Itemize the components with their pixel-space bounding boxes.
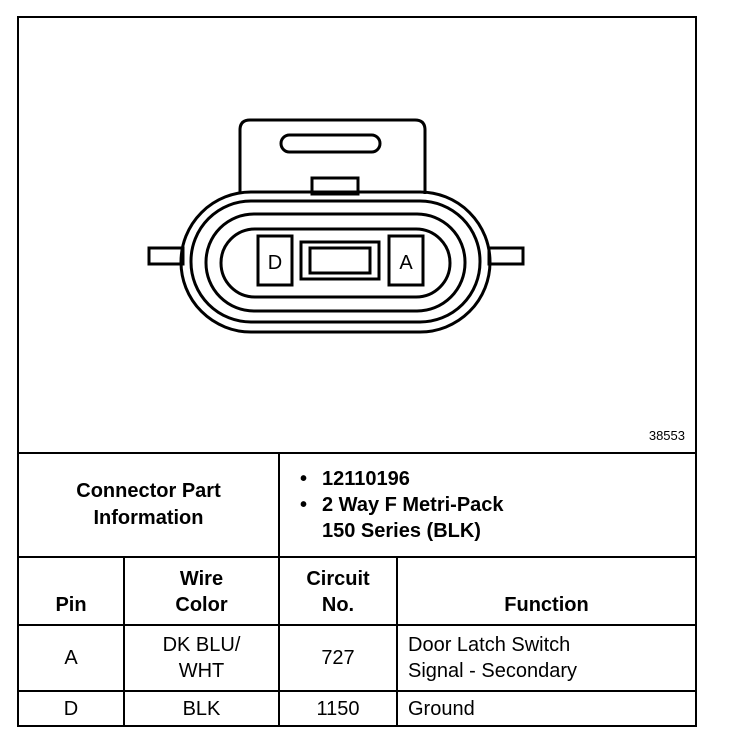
- part-number-item: • 12110196: [300, 468, 410, 490]
- connector-illustration: D A 38553: [19, 18, 695, 452]
- row-wire-color: DK BLU/ WHT: [123, 624, 280, 692]
- description-line2: 150 Series (BLK): [322, 520, 481, 542]
- pin-a-box: [387, 234, 425, 287]
- row-circuit: 727: [278, 624, 398, 692]
- connector-info-sheet: D A 38553 Connector Part Information • 1…: [17, 16, 697, 727]
- part-info-label: Connector Part Information: [19, 452, 280, 558]
- description-item: • 2 Way F Metri-Pack: [300, 494, 504, 516]
- pin-label-d: D: [268, 252, 282, 274]
- row-function: Door Latch Switch Signal - Secondary: [395, 624, 696, 692]
- part-info-row: Connector Part Information • 12110196 • …: [19, 452, 696, 558]
- description-line1: 2 Way F Metri-Pack: [322, 494, 504, 516]
- header-wire-color: Wire Color: [123, 556, 280, 626]
- row-pin: D: [19, 690, 125, 726]
- connector-cavity: [219, 227, 452, 299]
- center-key-inner: [308, 246, 372, 275]
- lock-tab-ramp: [310, 176, 360, 196]
- header-row: Pin Wire Color Circuit No. Function: [19, 556, 696, 626]
- part-number: 12110196: [322, 468, 410, 490]
- row-circuit: 1150: [278, 690, 398, 726]
- lock-tab-slot: [279, 133, 382, 154]
- pin-label-a: A: [399, 252, 413, 274]
- table-row: A DK BLU/ WHT 727 Door Latch Switch Sign…: [19, 624, 696, 692]
- header-circuit: Circuit No.: [278, 556, 398, 626]
- part-info-details: • 12110196 • 2 Way F Metri-Pack 150 Seri…: [277, 452, 696, 558]
- lock-tab-outline: [238, 118, 427, 194]
- connector-body-inner: [204, 212, 467, 313]
- connector-body-ring: [189, 199, 482, 324]
- center-key-outer: [299, 240, 381, 281]
- row-wire-color: BLK: [123, 690, 280, 726]
- row-function: Ground: [395, 690, 696, 726]
- row-pin: A: [19, 624, 125, 692]
- right-ear: [487, 246, 525, 266]
- header-pin: Pin: [19, 556, 125, 626]
- left-ear: [147, 246, 185, 266]
- figure-number: 38553: [648, 428, 685, 443]
- table-row: D BLK 1150 Ground: [19, 690, 696, 726]
- pin-d-box: [256, 234, 294, 287]
- connector-table: Connector Part Information • 12110196 • …: [19, 452, 696, 726]
- header-function: Function: [395, 556, 696, 626]
- connector-face-drawing: D A: [147, 118, 525, 334]
